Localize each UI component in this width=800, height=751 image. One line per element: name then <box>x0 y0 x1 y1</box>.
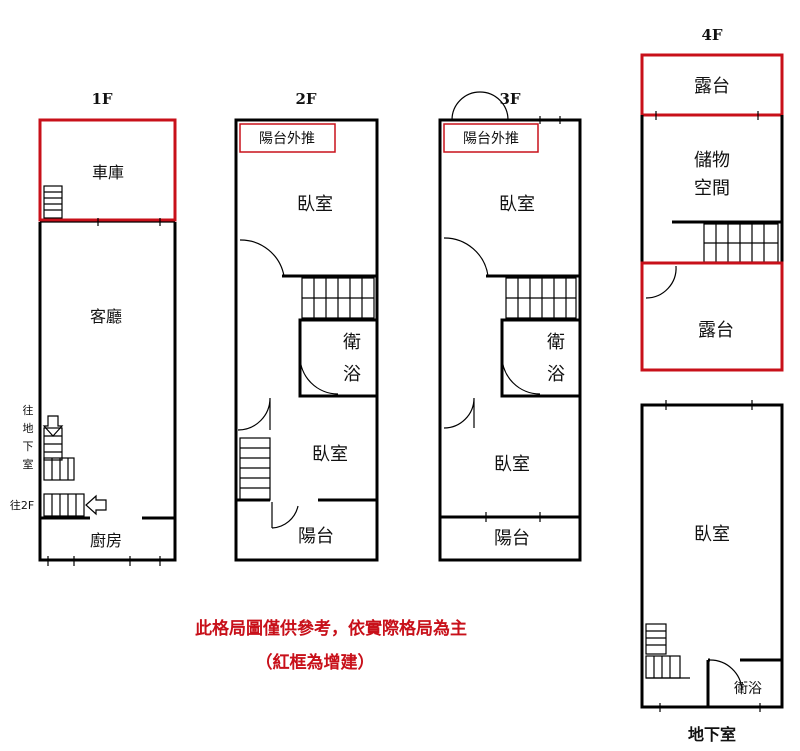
red-frame-note: （紅框為增建） <box>256 652 375 673</box>
4f-stair <box>672 220 782 263</box>
3f-bath-2: 浴 <box>547 364 565 385</box>
floor-basement: 臥室 衛浴 地下室 <box>640 400 784 744</box>
4f-terrace-front-frame <box>640 53 784 117</box>
stair-to-basement-1: 往 <box>23 403 34 417</box>
4f-door-arc <box>645 265 677 299</box>
4f-storage-1: 儲物 <box>694 150 730 171</box>
floor-label-basement: 地下室 <box>688 725 736 744</box>
floor-4f: 4F 露台 儲物 空間 露台 <box>640 26 784 372</box>
3f-room-bedroom-back: 臥室 <box>494 454 530 475</box>
1f-wall-ticks <box>47 218 161 566</box>
floor-label-4f: 4F <box>701 26 722 44</box>
4f-room-terrace-back: 露台 <box>698 320 734 341</box>
3f-room-balcony: 陽台 <box>494 528 530 549</box>
room-kitchen: 廚房 <box>90 531 122 550</box>
basement-bath-wall <box>706 658 782 707</box>
2f-lower-stair <box>239 437 271 501</box>
3f-bath-wall <box>500 318 580 398</box>
3f-stair <box>505 277 577 319</box>
floor-1f: 1F 車庫 客廳 <box>10 90 177 566</box>
1f-outer-wall <box>38 222 177 562</box>
room-garage: 車庫 <box>92 163 124 182</box>
2f-balcony-push: 陽台外推 <box>259 131 315 147</box>
basement-wall-ticks <box>659 400 761 712</box>
basement-bath-door <box>709 659 743 691</box>
basement-outer-wall <box>640 403 784 709</box>
3f-top-door-arc <box>451 91 509 121</box>
2f-bath-1: 衛 <box>343 332 361 353</box>
floor-3f: 3F 陽台外推 臥室 衛 浴 臥室 陽台 <box>438 90 582 562</box>
3f-bath-1: 衛 <box>547 332 565 353</box>
basement-stair <box>645 623 690 679</box>
floor-label-3f: 3F <box>499 90 520 108</box>
3f-wall-ticks <box>485 116 561 522</box>
2f-room-bedroom-front: 臥室 <box>297 194 333 215</box>
garage-stair <box>43 185 63 219</box>
disclaimer-note: 此格局圖僅供參考，依實際格局為主 <box>195 618 467 639</box>
basement-room-bedroom: 臥室 <box>694 524 730 545</box>
2f-room-balcony: 陽台 <box>298 526 334 547</box>
stair-to-basement-2: 地 <box>23 422 34 435</box>
room-living: 客廳 <box>90 307 122 326</box>
stair-to-2f-label: 往2F <box>10 498 34 512</box>
floor-label-2f: 2F <box>295 90 316 108</box>
stair-to-basement-4: 室 <box>23 457 34 471</box>
stair-to-basement-3: 下 <box>23 440 34 453</box>
2f-bath-2: 浴 <box>343 364 361 385</box>
3f-balcony-push: 陽台外推 <box>463 131 519 147</box>
2f-outer-wall <box>234 118 379 562</box>
2f-balcony-push-frame <box>239 123 336 153</box>
3f-outer-wall <box>438 118 582 562</box>
1f-stairs <box>42 415 107 517</box>
2f-room-bedroom-back: 臥室 <box>312 444 348 465</box>
2f-bath-wall <box>298 318 377 398</box>
garage-addition-frame <box>38 118 177 222</box>
4f-terrace-back-frame <box>640 261 784 372</box>
floor-label-1f: 1F <box>91 90 112 108</box>
4f-wall-ticks <box>655 111 759 120</box>
basement-room-bath: 衛浴 <box>734 681 762 697</box>
floor-2f: 2F 陽台外推 臥室 衛 浴 臥室 <box>234 90 379 562</box>
4f-storage-wall <box>640 115 784 262</box>
3f-balcony-push-frame <box>443 123 539 153</box>
4f-storage-2: 空間 <box>694 178 730 199</box>
2f-stair <box>301 277 375 319</box>
3f-room-bedroom-front: 臥室 <box>499 194 535 215</box>
4f-room-terrace-front: 露台 <box>694 76 730 97</box>
